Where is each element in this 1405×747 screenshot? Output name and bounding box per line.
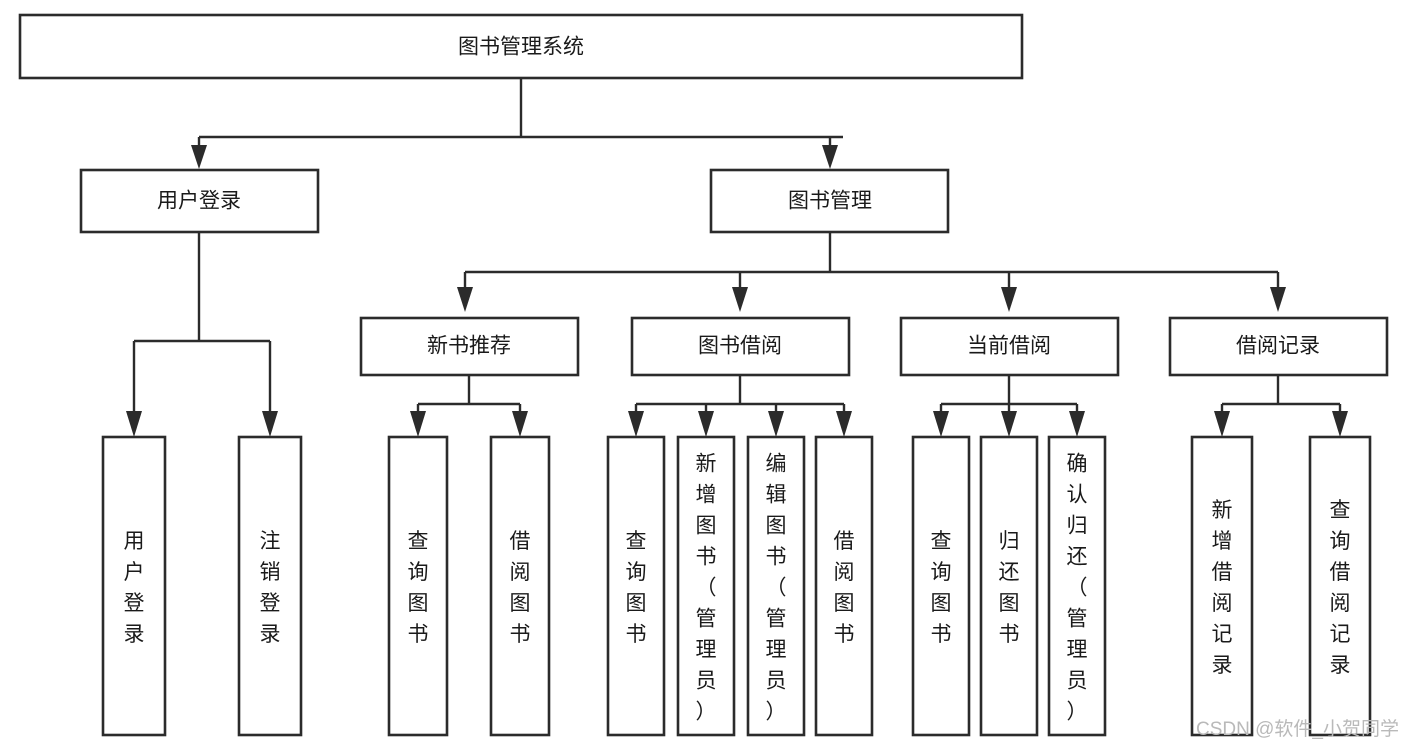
node-book-borrow[interactable]: 图书借阅 bbox=[630, 316, 851, 377]
node-borrow-record-box[interactable] bbox=[1168, 316, 1389, 377]
leaf-add-book[interactable]: 新增图书（管理员） bbox=[676, 435, 736, 737]
leaf-confirm-return[interactable]: 确认归还（管理员） bbox=[1047, 435, 1107, 737]
leaf-borrow-book-1-box[interactable] bbox=[489, 435, 551, 737]
arrow-head-leaf-query-book-3 bbox=[933, 411, 949, 437]
edges-bookmanage-to-level3 bbox=[457, 232, 1286, 312]
leaf-add-record[interactable]: 新增借阅记录 bbox=[1190, 435, 1254, 737]
leaf-borrow-book-1[interactable]: 借阅图书 bbox=[489, 435, 551, 737]
node-book-manage-box[interactable] bbox=[709, 168, 950, 234]
leaf-add-record-box[interactable] bbox=[1190, 435, 1254, 737]
node-root-box[interactable] bbox=[18, 13, 1024, 80]
arrow-head-leaf-query-book-1 bbox=[410, 411, 426, 437]
node-borrow-record-label: 借阅记录 bbox=[1236, 335, 1320, 358]
arrow-head-leaf-add-book bbox=[698, 411, 714, 437]
leaf-query-book-3[interactable]: 查询图书 bbox=[911, 435, 971, 737]
leaf-query-book-1-box[interactable] bbox=[387, 435, 449, 737]
arrow-head-borrow-record bbox=[1270, 287, 1286, 312]
leaf-query-record[interactable]: 查询借阅记录 bbox=[1308, 435, 1372, 737]
edges-userlogin-to-leaves bbox=[126, 232, 278, 437]
node-book-manage[interactable]: 图书管理 bbox=[709, 168, 950, 234]
arrow-head-leaf-return-book bbox=[1001, 411, 1017, 437]
node-current-borrow-label: 当前借阅 bbox=[967, 335, 1051, 358]
leaf-borrow-book-2[interactable]: 借阅图书 bbox=[814, 435, 874, 737]
node-new-book-recommend-label: 新书推荐 bbox=[427, 335, 511, 358]
node-new-book-recommend[interactable]: 新书推荐 bbox=[359, 316, 580, 377]
arrow-head-leaf-user-logout bbox=[262, 411, 278, 437]
node-current-borrow-box[interactable] bbox=[899, 316, 1120, 377]
leaf-user-logout-label: 注销登录 bbox=[260, 530, 281, 646]
leaf-query-record-box[interactable] bbox=[1308, 435, 1372, 737]
leaf-return-book-label: 归还图书 bbox=[999, 530, 1020, 646]
node-user-login-label: 用户登录 bbox=[157, 190, 241, 213]
leaf-edit-book-box[interactable] bbox=[746, 435, 806, 737]
node-new-book-recommend-box[interactable] bbox=[359, 316, 580, 377]
node-root-label: 图书管理系统 bbox=[458, 36, 584, 59]
arrow-head-leaf-confirm-return bbox=[1069, 411, 1085, 437]
arrow-head-leaf-user-login bbox=[126, 411, 142, 437]
leaf-borrow-book-2-box[interactable] bbox=[814, 435, 874, 737]
leaf-add-book-label: 新增图书（管理员） bbox=[696, 453, 717, 724]
node-book-manage-label: 图书管理 bbox=[788, 190, 872, 213]
arrow-head-leaf-query-book-2 bbox=[628, 411, 644, 437]
arrow-head-new-book-recommend bbox=[457, 287, 473, 312]
node-root[interactable]: 图书管理系统 bbox=[18, 13, 1024, 80]
leaf-user-login-label: 用户登录 bbox=[124, 530, 145, 646]
leaf-edit-book-label: 编辑图书（管理员） bbox=[766, 453, 787, 724]
leaf-user-logout[interactable]: 注销登录 bbox=[237, 435, 303, 737]
leaf-user-login[interactable]: 用户登录 bbox=[101, 435, 167, 737]
leaf-query-book-3-label: 查询图书 bbox=[931, 530, 952, 646]
leaf-add-book-box[interactable] bbox=[676, 435, 736, 737]
node-book-borrow-box[interactable] bbox=[630, 316, 851, 377]
edges-root-to-level2 bbox=[191, 78, 843, 169]
edges-currentborrow-to-leaves bbox=[933, 375, 1085, 437]
edges-bookborrow-to-leaves bbox=[628, 375, 852, 437]
arrow-head-leaf-query-record bbox=[1332, 411, 1348, 437]
leaf-edit-book[interactable]: 编辑图书（管理员） bbox=[746, 435, 806, 737]
arrow-head-leaf-edit-book bbox=[768, 411, 784, 437]
leaf-query-book-1[interactable]: 查询图书 bbox=[387, 435, 449, 737]
node-borrow-record[interactable]: 借阅记录 bbox=[1168, 316, 1389, 377]
leaf-query-book-3-box[interactable] bbox=[911, 435, 971, 737]
leaf-add-record-label: 新增借阅记录 bbox=[1212, 499, 1233, 677]
leaf-query-book-2[interactable]: 查询图书 bbox=[606, 435, 666, 737]
arrow-head-leaf-borrow-book-2 bbox=[836, 411, 852, 437]
arrow-head-user-login bbox=[191, 145, 207, 169]
leaf-query-record-label: 查询借阅记录 bbox=[1330, 499, 1351, 677]
arrow-head-book-borrow bbox=[732, 287, 748, 312]
leaf-query-book-2-label: 查询图书 bbox=[626, 530, 647, 646]
leaf-borrow-book-1-label: 借阅图书 bbox=[510, 530, 531, 646]
leaf-confirm-return-box[interactable] bbox=[1047, 435, 1107, 737]
node-user-login-box[interactable] bbox=[79, 168, 320, 234]
leaf-borrow-book-2-label: 借阅图书 bbox=[834, 530, 855, 646]
edges-borrowrecord-to-leaves bbox=[1214, 375, 1348, 437]
node-current-borrow[interactable]: 当前借阅 bbox=[899, 316, 1120, 377]
arrow-head-book-manage bbox=[822, 145, 838, 169]
node-book-borrow-label: 图书借阅 bbox=[698, 335, 782, 358]
node-user-login[interactable]: 用户登录 bbox=[79, 168, 320, 234]
leaf-user-logout-box[interactable] bbox=[237, 435, 303, 737]
leaf-query-book-1-label: 查询图书 bbox=[408, 530, 429, 646]
leaf-query-book-2-box[interactable] bbox=[606, 435, 666, 737]
leaf-user-login-box[interactable] bbox=[101, 435, 167, 737]
arrow-head-current-borrow bbox=[1001, 287, 1017, 312]
edges-newbook-to-leaves bbox=[410, 375, 528, 437]
leaf-confirm-return-label: 确认归还（管理员） bbox=[1067, 453, 1088, 724]
leaf-return-book[interactable]: 归还图书 bbox=[979, 435, 1039, 737]
arrow-head-leaf-add-record bbox=[1214, 411, 1230, 437]
arrow-head-leaf-borrow-book-1 bbox=[512, 411, 528, 437]
leaf-return-book-box[interactable] bbox=[979, 435, 1039, 737]
watermark-label: CSDN @软件_小贺同学 bbox=[1196, 718, 1399, 740]
